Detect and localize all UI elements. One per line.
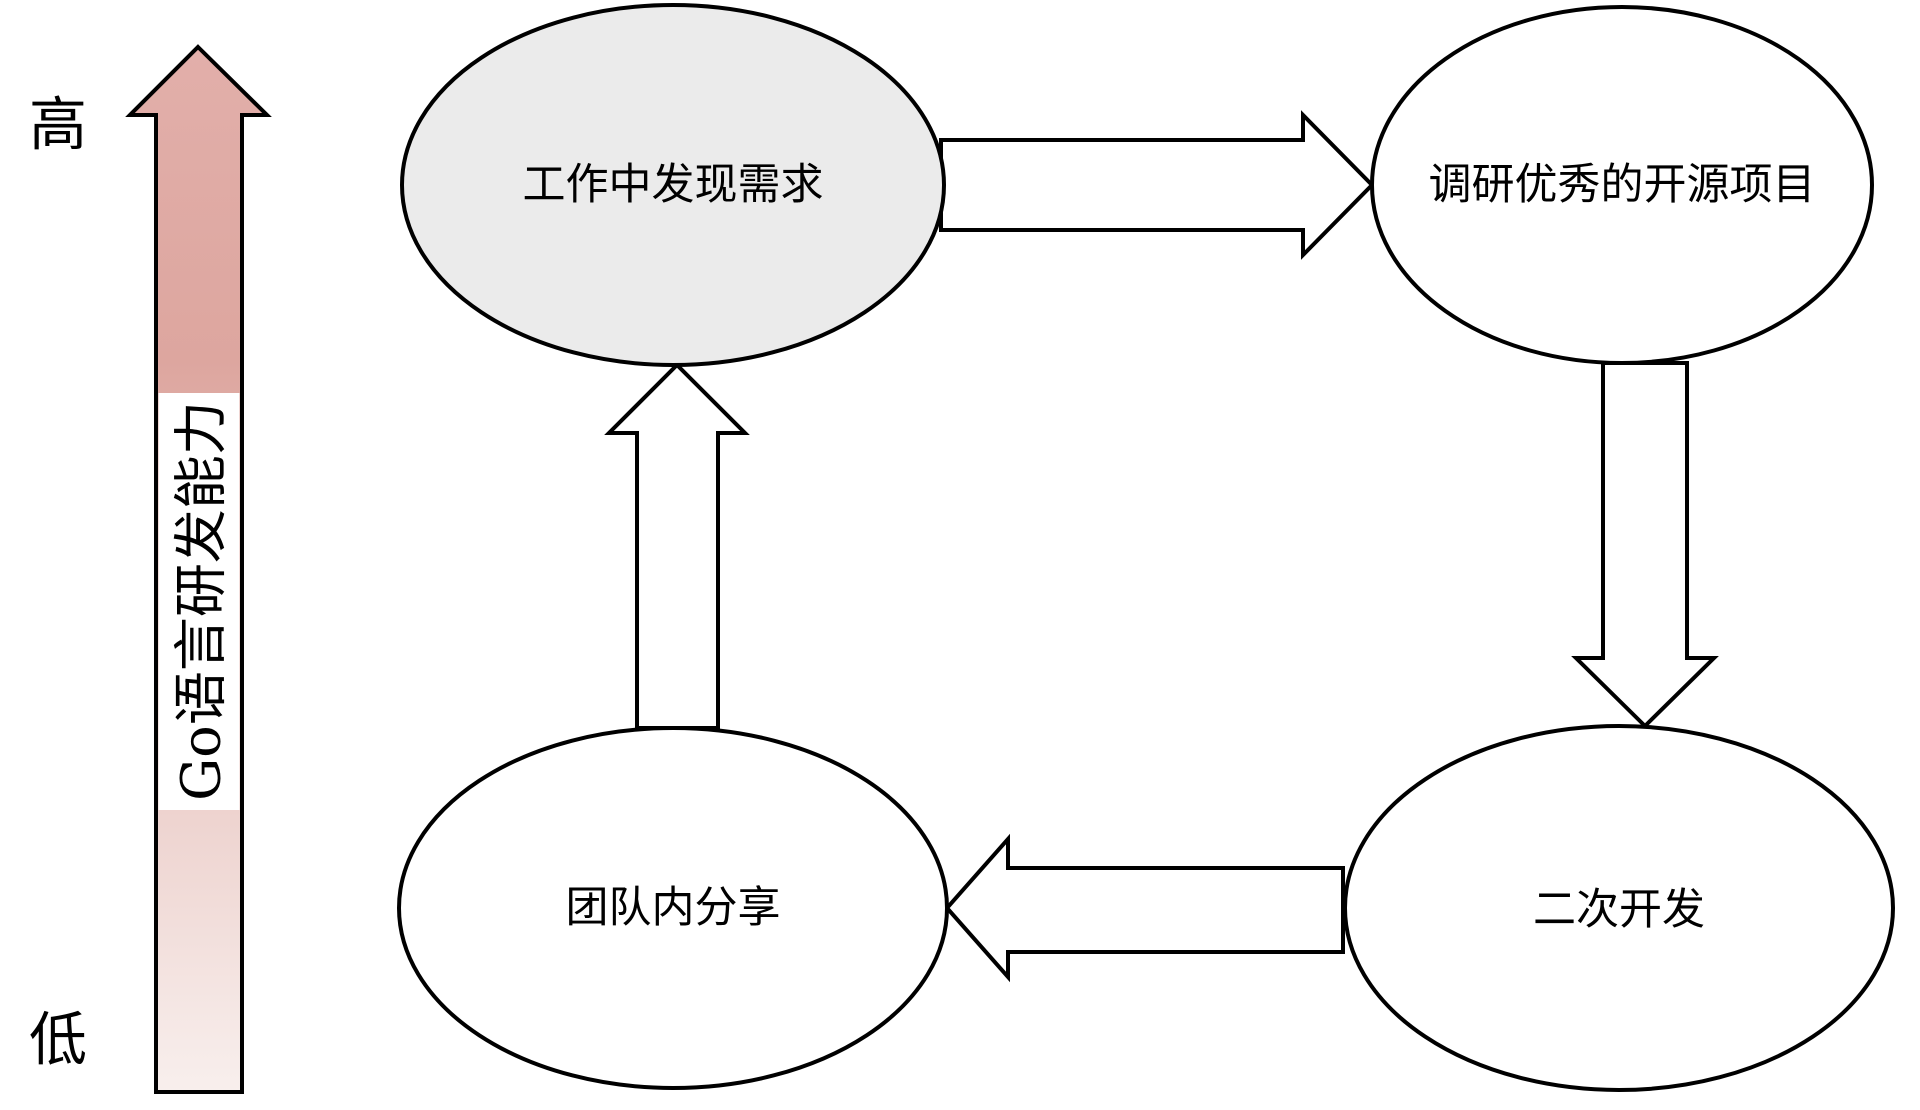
node-team-share-ellipse bbox=[397, 726, 949, 1090]
node-discover-need-ellipse bbox=[400, 3, 946, 367]
axis-label-background bbox=[158, 393, 240, 810]
node-research-oss-label: 调研优秀的开源项目 bbox=[1429, 161, 1816, 209]
arrow-right-discover-to-research bbox=[939, 110, 1375, 260]
arrow-down-research-to-secondarydev bbox=[1571, 361, 1719, 729]
arrow-up-teamshare-to-discover bbox=[604, 362, 750, 730]
node-secondary-dev-label: 二次开发 bbox=[1533, 886, 1705, 934]
axis-high-label: 高 bbox=[29, 93, 87, 158]
axis-label-vertical: Go语言研发能力 bbox=[170, 401, 233, 801]
node-discover-need-label: 工作中发现需求 bbox=[523, 161, 824, 209]
axis-low-label: 低 bbox=[29, 1008, 87, 1073]
node-team-share-label: 团队内分享 bbox=[566, 884, 781, 932]
node-research-oss-ellipse bbox=[1370, 5, 1874, 365]
node-secondary-dev-ellipse bbox=[1343, 724, 1895, 1092]
arrow-left-secondarydev-to-teamshare bbox=[944, 833, 1345, 983]
